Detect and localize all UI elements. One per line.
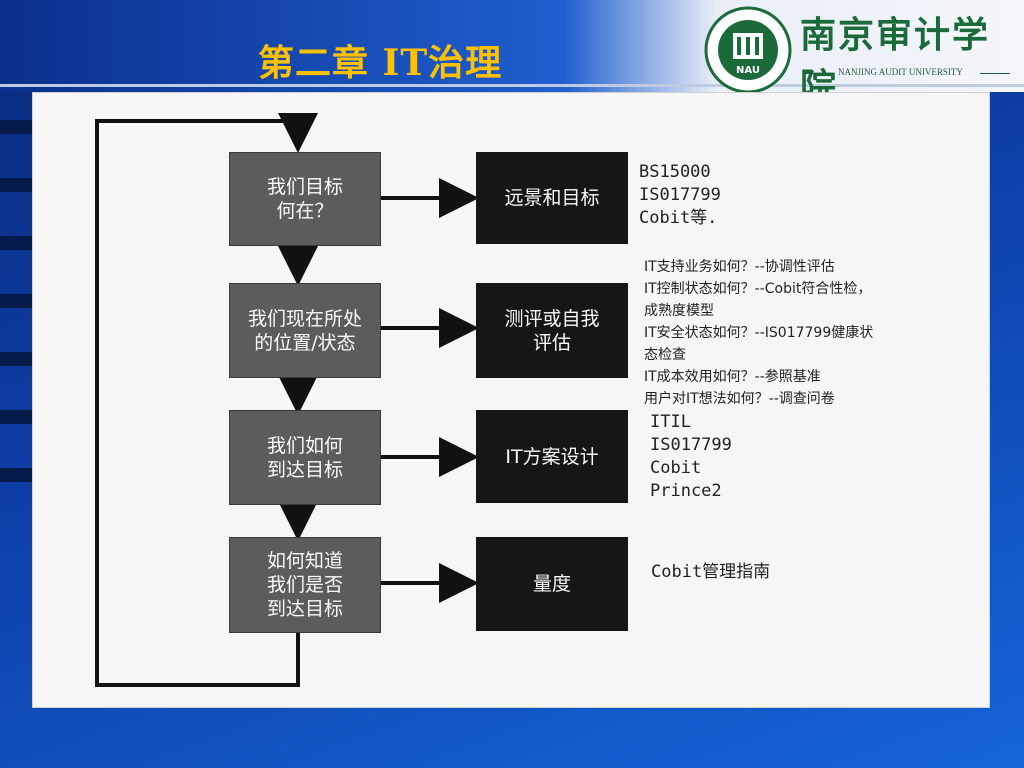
- header-divider: [0, 84, 1024, 87]
- logo-rule: [803, 73, 833, 74]
- process-diagram: 我们目标 何在？ 我们现在所处 的位置/状态 我们如何 到达目标 如何知道 我们…: [32, 92, 990, 708]
- university-name: 南京审计学院: [800, 14, 991, 108]
- action-box-assessment: 测评或自我 评估: [476, 283, 628, 378]
- action-box-measure: 量度: [476, 537, 628, 631]
- decor-stripe: [0, 236, 40, 250]
- emblem-abbr: NAU: [736, 65, 760, 76]
- question-box-reached: 如何知道 我们是否 到达目标: [229, 537, 381, 633]
- note-measure-guide: Cobit管理指南: [651, 562, 771, 582]
- university-emblem-icon: NAU: [704, 6, 792, 94]
- decor-stripe: [0, 410, 40, 424]
- logo-rule: [980, 73, 1010, 74]
- decor-stripe: [0, 178, 40, 192]
- decor-stripe: [0, 352, 40, 366]
- slide-title: 第二章 IT治理: [258, 42, 503, 84]
- slide-header: [0, 0, 1024, 92]
- note-vision-standards: BS15000 IS017799 Cobit等.: [639, 162, 721, 228]
- action-box-vision: 远景和目标: [476, 152, 628, 244]
- decor-stripe: [0, 468, 40, 482]
- question-box-current-state: 我们现在所处 的位置/状态: [229, 283, 381, 378]
- university-name-en: NANJING AUDIT UNIVERSITY: [838, 67, 963, 77]
- decor-stripe: [0, 294, 40, 308]
- question-box-how-reach: 我们如何 到达目标: [229, 410, 381, 505]
- action-box-design: IT方案设计: [476, 410, 628, 503]
- diagram-connectors: [95, 113, 479, 687]
- note-design-frameworks: ITIL IS017799 Cobit Prince2: [650, 412, 732, 501]
- decor-stripe: [0, 120, 40, 134]
- question-box-target: 我们目标 何在？: [229, 152, 381, 246]
- note-assessment-methods: IT支持业务如何？--协调性评估 IT控制状态如何？--Cobit符合性检， 成…: [644, 259, 874, 407]
- feedback-loop-line: [95, 113, 318, 687]
